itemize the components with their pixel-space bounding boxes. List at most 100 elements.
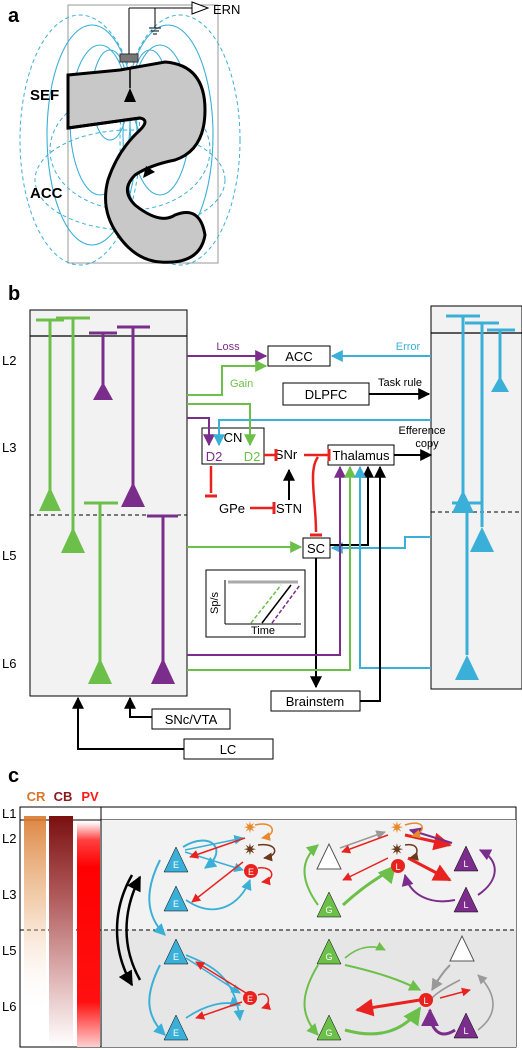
sef-label: SEF: [30, 87, 59, 104]
l-neuron-l3-label: L: [463, 900, 468, 910]
pv-interneuron-deep-label: E: [247, 994, 253, 1004]
inset-ylabel: Sp/s: [209, 591, 221, 614]
left-column-neurons: [36, 316, 178, 684]
purple-to-cn: [187, 417, 215, 447]
loss-label: Loss: [216, 341, 240, 353]
g-neuron-l3: [316, 891, 342, 918]
layer-label-l6: L6: [2, 656, 16, 671]
sc-to-thalamus: [330, 465, 374, 546]
error-label: Error: [396, 341, 421, 353]
panel-b-label: b: [8, 283, 20, 305]
inhibitory-connections: [209, 453, 328, 533]
e-neuron-l6-label: E: [173, 1028, 179, 1038]
g-neuron-l6: [316, 1014, 342, 1041]
layer-label-l5: L5: [2, 548, 16, 563]
layer-label-l3: L3: [2, 440, 16, 455]
panel-a: a ERN SEF ACC: [8, 1, 241, 266]
l-neuron-l2: [453, 845, 479, 872]
marker-cr: CR: [27, 789, 46, 804]
d2-right-label: D2: [244, 449, 261, 464]
pv-interneuron-deep-icon: [243, 991, 257, 1005]
c-layer-l3: L3: [2, 887, 16, 902]
upper-layers-bg: [101, 820, 516, 930]
marker-pv: PV: [81, 789, 99, 804]
d2-left-label: D2: [206, 449, 223, 464]
blue-to-cn: [213, 419, 431, 447]
laminar-arrow-up: [125, 875, 142, 981]
gain-label: Gain: [230, 378, 253, 390]
purple-to-thalamus: [187, 465, 346, 656]
efference-label-1: Efference: [399, 425, 446, 437]
thalamus-label: Thalamus: [332, 448, 390, 463]
snr-label: SNr: [275, 447, 298, 462]
efference-label-2: copy: [415, 438, 439, 450]
stn-label: STN: [276, 501, 302, 516]
pv-gradient: [77, 822, 100, 1047]
c-layer-l5: L5: [2, 943, 16, 958]
dlpfc-box-label: DLPFC: [305, 387, 348, 402]
g-neuron-l6-label: G: [325, 1028, 332, 1038]
l-neuron-l2-label: L: [463, 859, 468, 869]
cortex-fold: [66, 60, 207, 264]
acc-box: [267, 345, 331, 367]
inset-xlabel: Time: [251, 625, 275, 637]
l-neuron-l6: [453, 1012, 479, 1039]
pv-interneuron-right-icon: [391, 859, 405, 873]
blue-to-thalamus: [354, 465, 431, 669]
acc-neuron: [143, 166, 155, 178]
e-neuron-l3-label: E: [173, 899, 179, 909]
cb-interneuron-right-icon: ✷: [390, 842, 403, 859]
l-neuron-l6-label: L: [463, 1026, 468, 1036]
panel-a-label: a: [8, 5, 20, 27]
e-circuit: [148, 823, 276, 1036]
e-neuron-l5: [163, 938, 189, 965]
laminar-arrow-down: [115, 874, 134, 987]
c-layer-l1: L1: [2, 806, 16, 821]
e-neuron-l2-label: E: [173, 860, 179, 870]
fold-inner-edge: [67, 116, 141, 130]
cb-gradient: [49, 816, 73, 1046]
cr-interneuron-icon: ✷: [243, 820, 256, 837]
g-neuron-l5-label: G: [325, 952, 332, 962]
gl-circuit: [303, 822, 496, 1036]
panel-a-frame: [67, 4, 219, 264]
blue-to-sc: [330, 536, 431, 554]
panel-b: b L2 L3 L5 L6: [2, 283, 522, 760]
brainstem-to-thalamus: [360, 465, 386, 702]
panel-c-label: c: [8, 765, 19, 787]
e-neuron-l3: [163, 885, 189, 912]
unlabeled-neuron-l2: [316, 842, 342, 870]
e-neuron-l5-label: E: [173, 952, 179, 962]
lc-label: LC: [220, 742, 237, 757]
amplifier-icon: [191, 1, 210, 15]
green-to-cn: [187, 403, 256, 447]
sc-label: SC: [307, 541, 325, 556]
acc-label: ACC: [30, 185, 63, 202]
ground-icon: [149, 8, 161, 35]
gpe-label: GPe: [219, 501, 245, 516]
l-neuron-l3: [453, 886, 479, 913]
pv-interneuron-icon: [244, 864, 258, 878]
c-layer-l2: L2: [2, 831, 16, 846]
cr-gradient: [24, 816, 46, 1016]
acc-box-label: ACC: [285, 349, 312, 364]
pv-interneuron-label: E: [248, 867, 254, 877]
electrode: [119, 53, 139, 63]
layer-label-l2: L2: [2, 353, 16, 368]
snc-vta-arrow: [124, 696, 152, 718]
task-rule-label: Task rule: [378, 377, 422, 389]
unlabeled-neuron-l5: [449, 934, 475, 962]
pv-interneuron-right-label: L: [395, 862, 400, 872]
green-to-thalamus: [187, 465, 356, 671]
inset-plot: Sp/s Time: [205, 569, 306, 638]
pv-interneuron-right-deep-icon: [419, 993, 433, 1007]
brainstem-label: Brainstem: [286, 694, 345, 709]
ern-label: ERN: [213, 2, 240, 17]
panel-c: c CR CB PV L1 L2 L3 L5 L6: [2, 765, 517, 1048]
pv-interneuron-right-deep-label: L: [423, 996, 428, 1006]
gain-arrow: [187, 360, 268, 396]
marker-cb: CB: [54, 789, 73, 804]
c-layer-l6: L6: [2, 999, 16, 1014]
e-neuron-l6: [163, 1014, 189, 1041]
g-neuron-l5: [316, 938, 342, 965]
